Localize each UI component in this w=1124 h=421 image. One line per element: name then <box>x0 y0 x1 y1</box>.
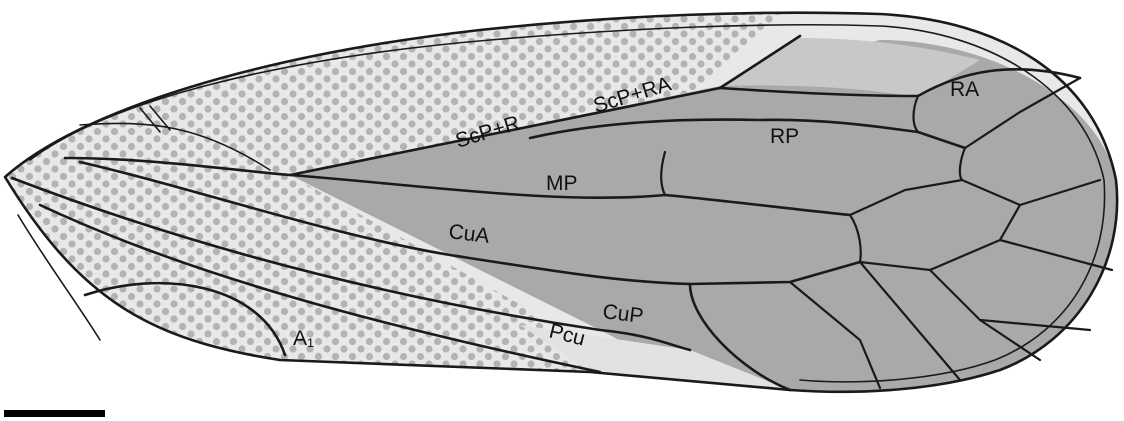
label-a1: A₁ <box>293 327 314 350</box>
label-ra: RA <box>950 78 979 101</box>
scale-bar <box>4 410 105 417</box>
label-mp: MP <box>546 172 578 195</box>
label-rp: RP <box>770 125 799 148</box>
